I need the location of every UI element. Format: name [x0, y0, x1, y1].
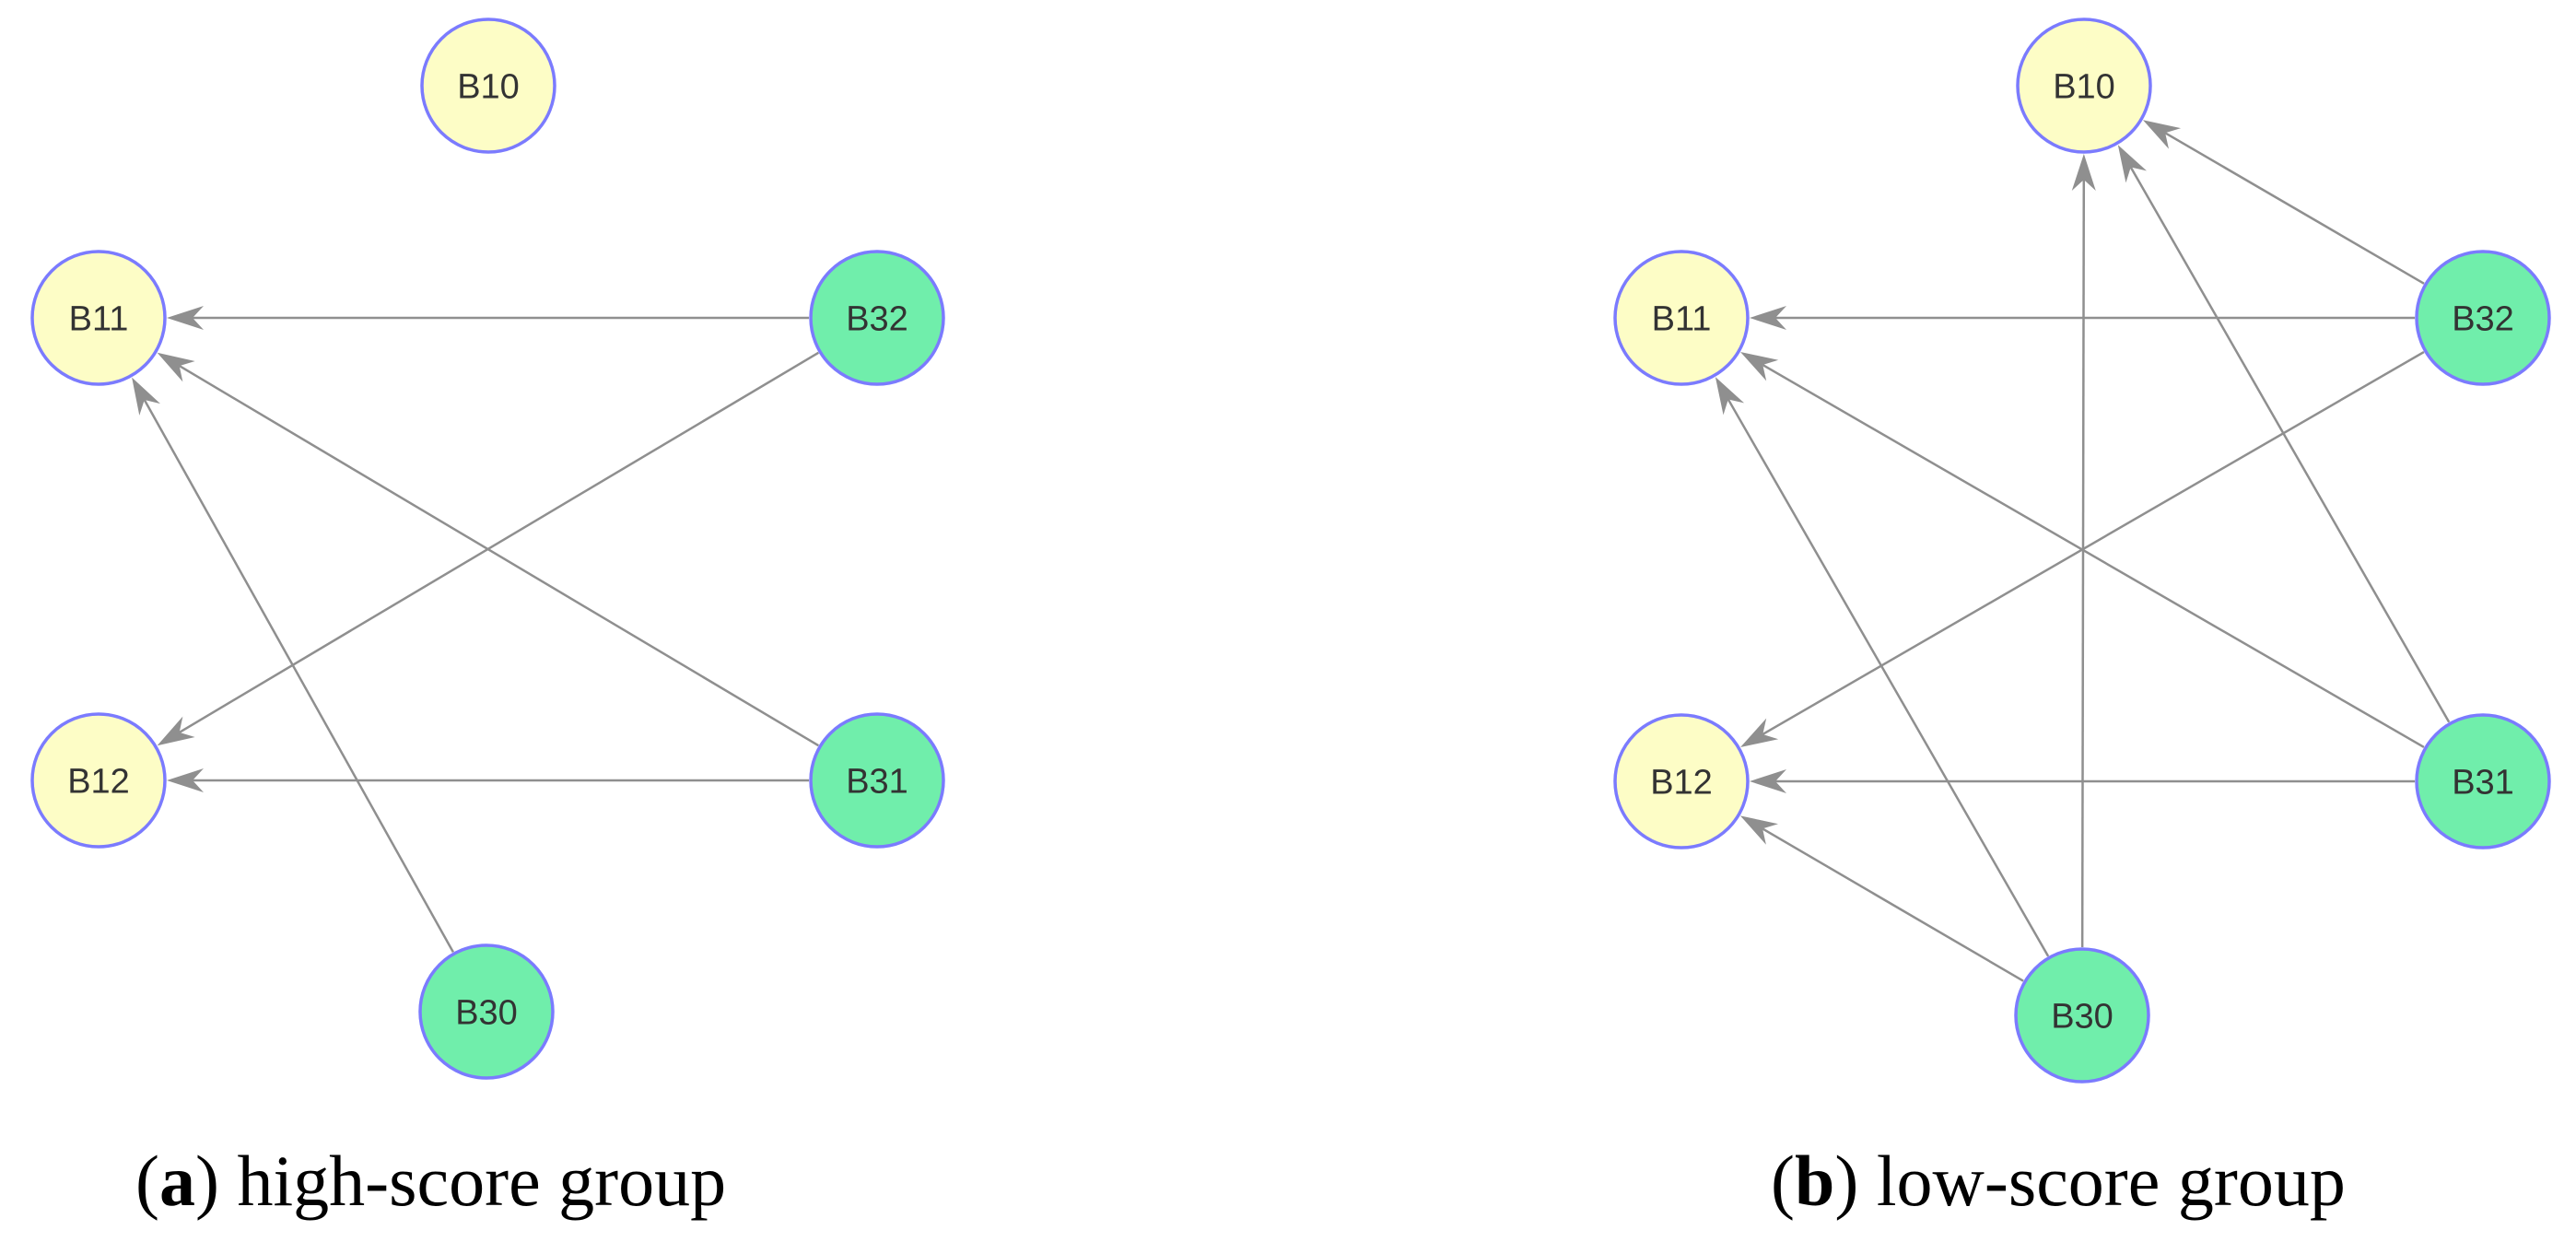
caption-b: (b) low-score group [1771, 1135, 2346, 1227]
panel-b-node-B12[interactable] [1613, 713, 1750, 849]
panel-b-node-B11[interactable] [1613, 250, 1750, 386]
panel-a-node-B32[interactable] [809, 250, 945, 386]
edge-B30-to-B12 [1762, 827, 2024, 982]
panel-b-node-B32[interactable] [2415, 250, 2551, 386]
arrowhead-B32-to-B12 [157, 716, 195, 746]
arrowhead-B30-to-B11 [132, 377, 160, 416]
arrowhead-B32-to-B12 [1740, 718, 1779, 747]
edge-B31-to-B11 [1762, 363, 2425, 749]
arrowhead-B31-to-B10 [2117, 145, 2147, 183]
edge-B30-to-B11 [143, 399, 454, 954]
arrowhead-B31-to-B11 [1740, 352, 1779, 381]
caption-a-open-paren: ( [135, 1141, 159, 1221]
arrowhead-B30-to-B11 [1715, 377, 1745, 416]
edge-B31-to-B11 [179, 365, 820, 747]
panel-a-node-B30[interactable] [418, 943, 555, 1080]
arrowhead-B30-to-B10 [2071, 153, 2096, 192]
edge-B30-to-B10 [2080, 179, 2086, 948]
arrowhead-B31-to-B12 [167, 768, 204, 792]
caption-a-close-paren: ) [194, 1141, 219, 1221]
panel-b-node-B31[interactable] [2415, 713, 2551, 849]
panel-a-node-B10[interactable] [420, 18, 556, 154]
panel-a-node-B11[interactable] [30, 250, 167, 386]
caption-a-letter: a [158, 1141, 195, 1221]
panel-b-node-B10[interactable] [2016, 18, 2152, 154]
arrowhead-B32-to-B11 [167, 306, 204, 330]
panel-a-node-B31[interactable] [809, 712, 945, 849]
caption-b-close-paren: ) [1834, 1141, 1859, 1221]
caption-a-text: high-score group [218, 1141, 727, 1221]
caption-a: (a) high-score group [135, 1135, 726, 1227]
edge-B32-to-B12 [1762, 350, 2425, 736]
caption-b-open-paren: ( [1771, 1141, 1795, 1221]
edge-B32-to-B12 [179, 351, 820, 733]
arrowhead-B32-to-B10 [2142, 120, 2182, 149]
arrowhead-B31-to-B12 [1750, 769, 1786, 793]
edge-B31-to-B10 [2129, 166, 2451, 723]
panel-b-node-B30[interactable] [2014, 947, 2150, 1084]
arrowhead-B31-to-B11 [157, 352, 195, 382]
edge-B30-to-B11 [1727, 398, 2050, 957]
caption-b-text: low-score group [1858, 1141, 2346, 1221]
panel-a-node-B12[interactable] [30, 712, 167, 849]
caption-b-letter: b [1794, 1141, 1835, 1221]
edge-B32-to-B10 [2164, 132, 2425, 285]
arrowhead-B30-to-B12 [1739, 815, 1779, 845]
arrowhead-B32-to-B11 [1750, 306, 1786, 330]
